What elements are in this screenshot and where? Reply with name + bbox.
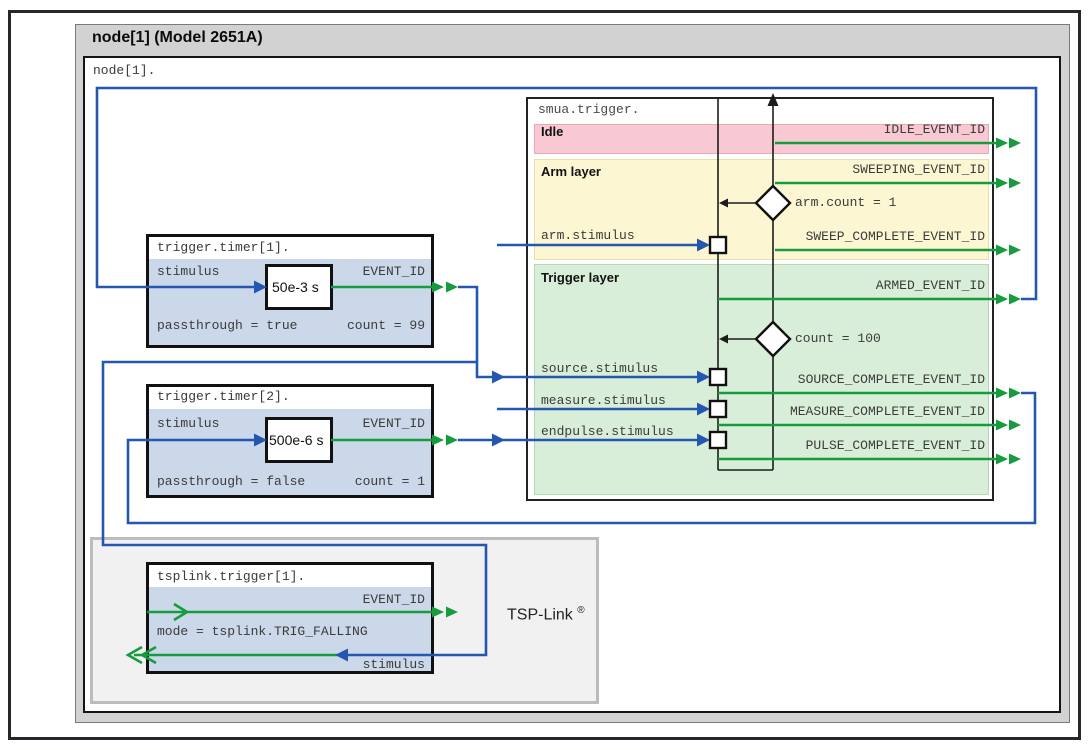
arm-layer-label: Arm layer [541,164,601,179]
pulse-complete-event-label: PULSE_COMPLETE_EVENT_ID [805,438,985,453]
tsplink-stimulus-label: stimulus [362,657,425,672]
smua-trigger-header: smua.trigger. [538,102,640,117]
measure-complete-event-label: MEASURE_COMPLETE_EVENT_ID [789,404,985,419]
timer2-delay-value: 500e-6 s [269,432,324,448]
timer2-passthrough-label: passthrough = false [157,474,306,489]
tsplink-mode-label: mode = tsplink.TRIG_FALLING [157,624,368,639]
node-label: node[1]. [93,63,156,78]
timer2-stimulus-label: stimulus [157,416,220,431]
registered-mark: ® [577,605,585,616]
timer1-stimulus-label: stimulus [157,264,220,279]
timer1-delay-value: 50e-3 s [272,279,319,295]
tsplink-trigger-header: tsplink.trigger[1]. [157,569,306,584]
timer1-header: trigger.timer[1]. [157,240,290,255]
node-title: node[1] (Model 2651A) [92,29,263,46]
timer1-passthrough-label: passthrough = true [157,318,298,333]
sweeping-event-label: SWEEPING_EVENT_ID [852,162,985,177]
timer2-count-label: count = 1 [354,474,425,489]
idle-event-label: IDLE_EVENT_ID [883,122,985,137]
tsplink-event-label: EVENT_ID [362,592,425,607]
timer1-count-label: count = 99 [346,318,425,333]
arm-count-label: arm.count = 1 [795,195,897,210]
timer2-header: trigger.timer[2]. [157,389,290,404]
timer1-event-label: EVENT_ID [362,264,425,279]
source-complete-event-label: SOURCE_COMPLETE_EVENT_ID [797,372,985,387]
trigger-count-label: count = 100 [795,331,881,346]
idle-label: Idle [541,124,564,139]
figure-frame [8,10,1081,740]
armed-event-label: ARMED_EVENT_ID [875,278,985,293]
sweep-complete-event-label: SWEEP_COMPLETE_EVENT_ID [805,229,985,244]
tsplink-group-label: TSP-Link ® [507,605,585,624]
tsplink-group-label-text: TSP-Link [507,606,573,624]
timer2-event-label: EVENT_ID [362,416,425,431]
